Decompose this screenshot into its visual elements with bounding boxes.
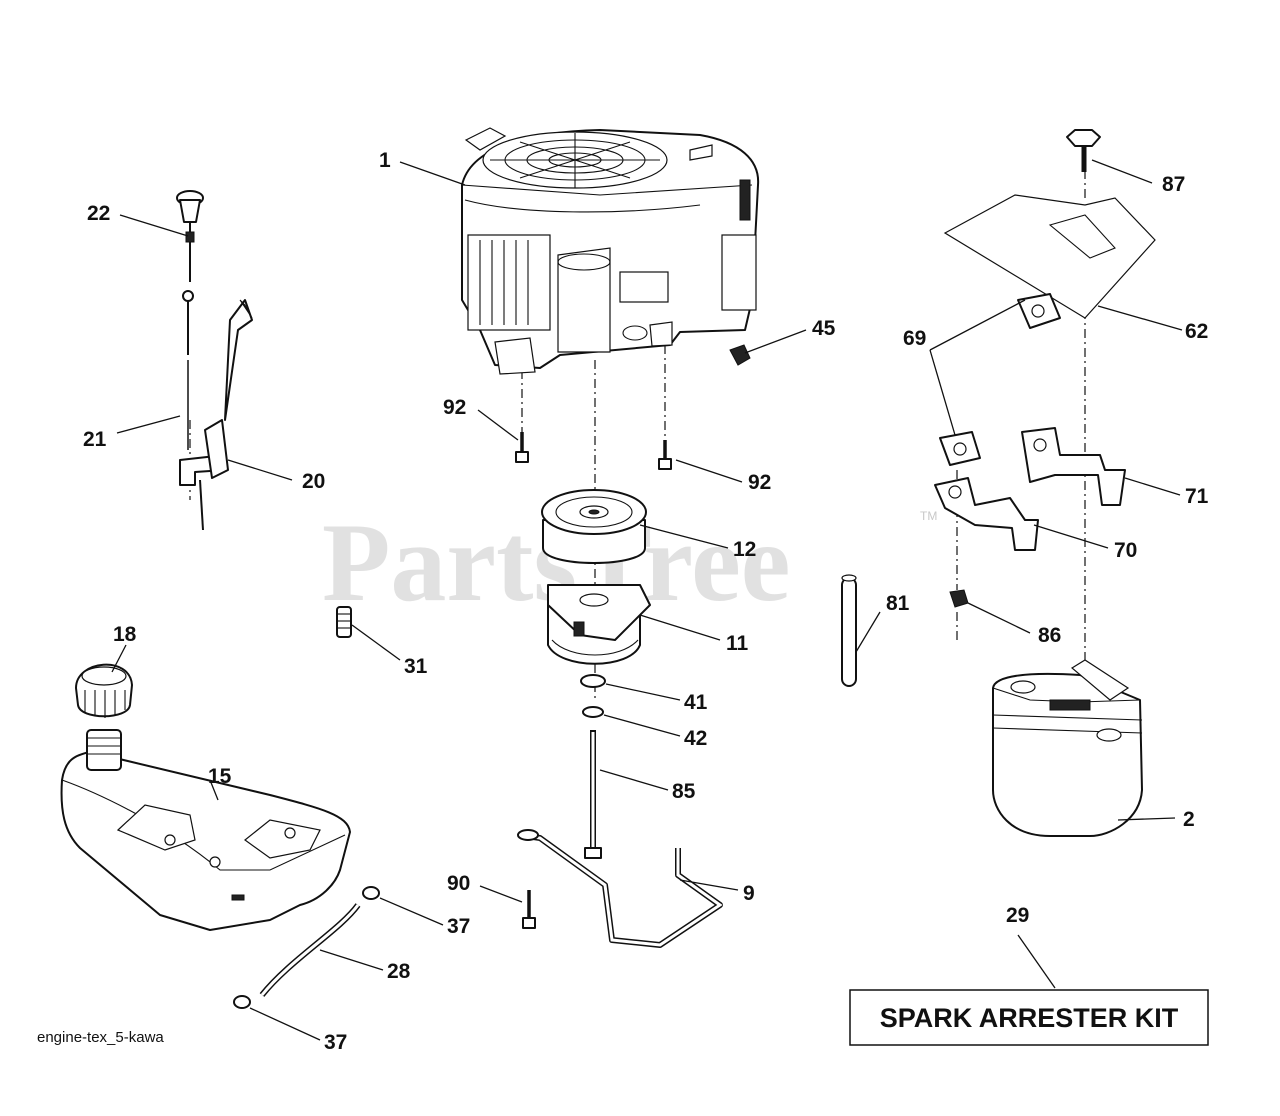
lock-washer-42-part bbox=[582, 706, 604, 718]
clamp-37-upper-part bbox=[362, 886, 380, 900]
callout-1: 1 bbox=[379, 149, 391, 172]
callout-45: 45 bbox=[812, 317, 836, 340]
callout-29: 29 bbox=[1006, 904, 1029, 927]
fuel-tank-part bbox=[60, 729, 351, 931]
muffler-2-part bbox=[992, 659, 1143, 837]
callout-12: 12 bbox=[733, 538, 756, 561]
rod-9-part bbox=[517, 829, 723, 948]
engine-part bbox=[461, 127, 760, 375]
screw-87-part bbox=[1066, 129, 1101, 172]
choke-knob-part bbox=[176, 190, 204, 282]
leader-lines bbox=[111, 159, 1183, 1041]
nut-45-part bbox=[729, 344, 751, 366]
callout-31: 31 bbox=[404, 655, 428, 678]
nut-86-part bbox=[949, 589, 969, 608]
fuel-cap-part bbox=[75, 663, 133, 718]
callout-86: 86 bbox=[1038, 624, 1061, 647]
gasket-69-part bbox=[939, 293, 1061, 466]
callout-18: 18 bbox=[113, 623, 137, 646]
callout-labels: 1 22 87 62 45 69 92 92 21 20 71 12 70 81… bbox=[83, 149, 1209, 1054]
washer-41-part bbox=[580, 674, 606, 688]
callout-92-left: 92 bbox=[443, 396, 466, 419]
throttle-control-part bbox=[179, 290, 253, 531]
part-31 bbox=[336, 606, 352, 638]
bolt-92-right-part bbox=[658, 440, 672, 470]
tube-81-part bbox=[841, 574, 857, 687]
callout-90: 90 bbox=[447, 872, 470, 895]
callout-22: 22 bbox=[87, 202, 110, 225]
callout-37-lower: 37 bbox=[324, 1031, 347, 1054]
callout-62: 62 bbox=[1185, 320, 1208, 343]
callout-2: 2 bbox=[1183, 808, 1195, 831]
callout-71: 71 bbox=[1185, 485, 1209, 508]
callout-42: 42 bbox=[684, 727, 707, 750]
heat-shield-62-part bbox=[943, 194, 1156, 319]
callout-15: 15 bbox=[208, 765, 232, 788]
pto-clutch-part bbox=[547, 584, 651, 665]
callout-81: 81 bbox=[886, 592, 910, 615]
exhaust-pipe-70-part bbox=[934, 477, 1039, 551]
callout-92-right: 92 bbox=[748, 471, 771, 494]
bolt-92-left-part bbox=[515, 432, 529, 463]
watermark-trademark: TM bbox=[920, 509, 937, 523]
callout-85: 85 bbox=[672, 780, 696, 803]
callout-69: 69 bbox=[903, 327, 926, 350]
callout-20: 20 bbox=[302, 470, 325, 493]
diagram-caption: engine-tex_5-kawa bbox=[37, 1029, 164, 1046]
spark-arrester-kit-box bbox=[849, 989, 1209, 1046]
spark-arrester-kit-label: SPARK ARRESTER KIT bbox=[880, 1003, 1179, 1033]
bolt-85-part bbox=[584, 730, 602, 859]
exhaust-pipe-71-part bbox=[1021, 427, 1126, 506]
callout-28: 28 bbox=[387, 960, 411, 983]
callout-11: 11 bbox=[726, 632, 749, 655]
callout-41: 41 bbox=[684, 691, 708, 714]
callout-87: 87 bbox=[1162, 173, 1185, 196]
callout-37-upper: 37 bbox=[447, 915, 470, 938]
clamp-37-lower-part bbox=[233, 995, 251, 1009]
callout-21: 21 bbox=[83, 428, 107, 451]
callout-70: 70 bbox=[1114, 539, 1137, 562]
bolt-90-part bbox=[522, 890, 536, 929]
pulley-part bbox=[541, 489, 647, 564]
callout-9: 9 bbox=[743, 882, 755, 905]
